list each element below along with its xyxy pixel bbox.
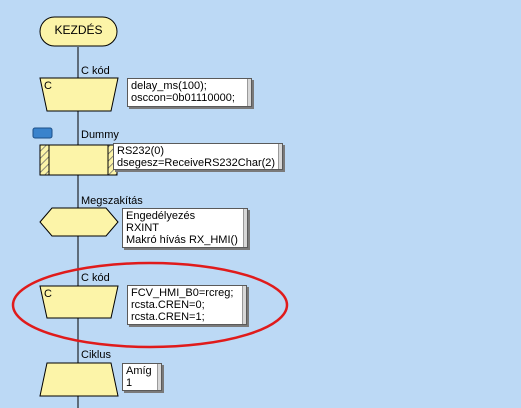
c-code-glyph-2: C — [44, 288, 52, 300]
note-line: osccon=0b01110000; — [131, 92, 235, 104]
c-code-block-1[interactable] — [39, 77, 119, 112]
highlight-ellipse — [11, 261, 289, 349]
note-line: Engedélyezés — [126, 210, 196, 222]
c-code-caption-2: C kód — [81, 272, 110, 284]
dummy-caption: Dummy — [81, 129, 119, 141]
note-line: FCV_HMI_B0=rcreg; — [131, 287, 234, 299]
note-line: 1 — [126, 377, 133, 389]
c-code-glyph-1: C — [44, 80, 52, 92]
loop-note[interactable]: Amíg 1 — [122, 363, 162, 391]
note-line: rcsta.CREN=0; — [131, 299, 205, 311]
note-scrollbar[interactable] — [278, 144, 282, 169]
note-line: RXINT — [126, 222, 159, 234]
c-code-note-2[interactable]: FCV_HMI_B0=rcreg; rcsta.CREN=0; rcsta.CR… — [127, 285, 247, 325]
note-scrollbar[interactable] — [242, 286, 246, 324]
note-line: delay_ms(100); — [131, 80, 207, 92]
note-scrollbar[interactable] — [157, 364, 161, 390]
c-code-block-2[interactable] — [39, 285, 119, 319]
note-line: Makró hívás RX_HMI() — [126, 234, 238, 246]
dummy-note[interactable]: RS232(0) dsegesz=ReceiveRS232Char(2) — [113, 143, 283, 170]
c-code-caption-1: C kód — [81, 65, 110, 77]
start-terminal[interactable] — [39, 16, 118, 47]
interrupt-caption: Megszakítás — [81, 195, 143, 207]
interrupt-note[interactable]: Engedélyezés RXINT Makró hívás RX_HMI() — [122, 208, 248, 248]
loop-caption: Ciklus — [81, 349, 111, 361]
note-scrollbar[interactable] — [247, 79, 251, 106]
interrupt-block[interactable] — [39, 207, 119, 237]
start-label: KEZDÉS — [54, 23, 103, 37]
c-code-note-1[interactable]: delay_ms(100); osccon=0b01110000; — [127, 78, 252, 107]
note-line: dsegesz=ReceiveRS232Char(2) — [117, 157, 276, 169]
dummy-tab[interactable] — [32, 127, 53, 139]
loop-block[interactable] — [39, 362, 119, 397]
note-line: RS232(0) — [117, 145, 165, 157]
dummy-block[interactable] — [39, 144, 118, 176]
note-line: Amíg — [126, 365, 152, 377]
note-scrollbar[interactable] — [243, 209, 247, 247]
note-line: rcsta.CREN=1; — [131, 311, 205, 323]
